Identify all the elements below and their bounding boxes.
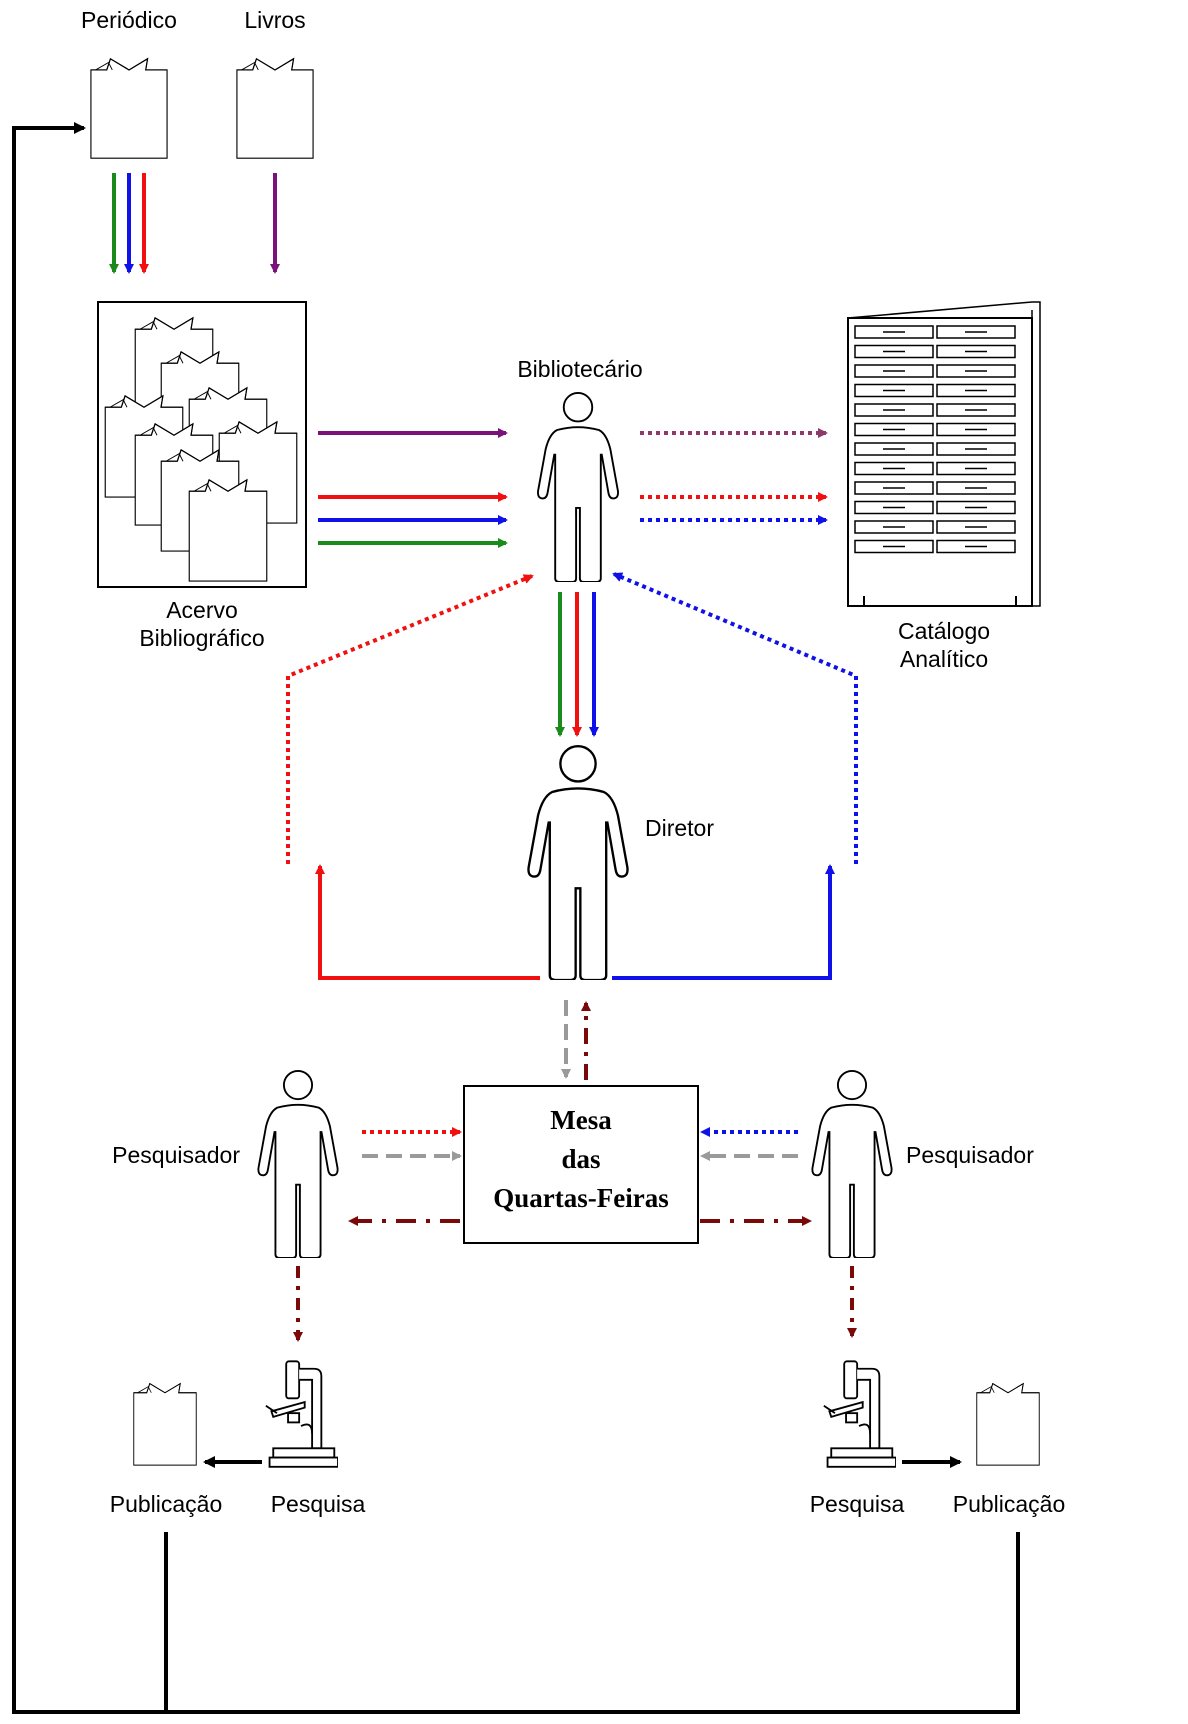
arrow-pesquisador-left-to-bibliotecario (286, 574, 534, 864)
book-icon (236, 58, 314, 159)
label-acervo-2: Bibliográfico (139, 625, 264, 651)
arrow-publicacao-feedback-loop (12, 128, 1020, 1714)
label-pesquisador-right: Pesquisador (906, 1142, 1034, 1168)
label-publicacao-right: Publicação (953, 1491, 1066, 1517)
mesa-line-3: Quartas-Feiras (493, 1183, 668, 1213)
arrows-acervo-to-bibliotecario (318, 428, 508, 548)
person-icon (527, 745, 629, 980)
arrows-bibliotecario-to-diretor (555, 592, 599, 737)
microscope-icon (822, 1360, 896, 1468)
person-icon (536, 392, 620, 582)
label-catalogo-2: Analítico (900, 646, 988, 672)
label-livros: Livros (244, 7, 305, 33)
label-pesquisador-left: Pesquisador (112, 1142, 240, 1168)
book-icon (133, 1383, 197, 1466)
arrows-pesquisador-right-to-mesa (700, 1127, 798, 1161)
label-publicacao-left: Publicação (110, 1491, 223, 1517)
book-icon (976, 1383, 1040, 1466)
arrows-pesquisador-left-to-mesa (362, 1127, 462, 1161)
person-icon (257, 1070, 339, 1258)
label-catalogo-1: Catálogo (898, 618, 990, 644)
mesa-line-2: das (561, 1144, 600, 1174)
arrows-bibliotecario-to-catalogo (640, 428, 828, 525)
label-pesquisa-right: Pesquisa (810, 1491, 905, 1517)
mesa-box (463, 1085, 699, 1244)
book-icon (90, 58, 168, 159)
label-periodico: Periódico (81, 7, 177, 33)
arrow-diretor-to-pesquisador-right (612, 864, 835, 980)
label-bibliotecario: Bibliotecário (517, 356, 642, 382)
arrows-periodico-to-acervo (109, 173, 149, 274)
book-stack-icon (97, 301, 307, 588)
mesa-line-1: Mesa (550, 1105, 612, 1135)
filing-cabinet-icon (847, 301, 1041, 607)
label-diretor: Diretor (645, 815, 714, 841)
arrow-diretor-to-pesquisador-left (315, 864, 540, 980)
microscope-icon (264, 1360, 338, 1468)
person-icon (811, 1070, 893, 1258)
label-acervo-1: Acervo (166, 597, 238, 623)
arrow-pesquisador-right-to-bibliotecario (612, 572, 858, 864)
label-pesquisa-left: Pesquisa (271, 1491, 366, 1517)
